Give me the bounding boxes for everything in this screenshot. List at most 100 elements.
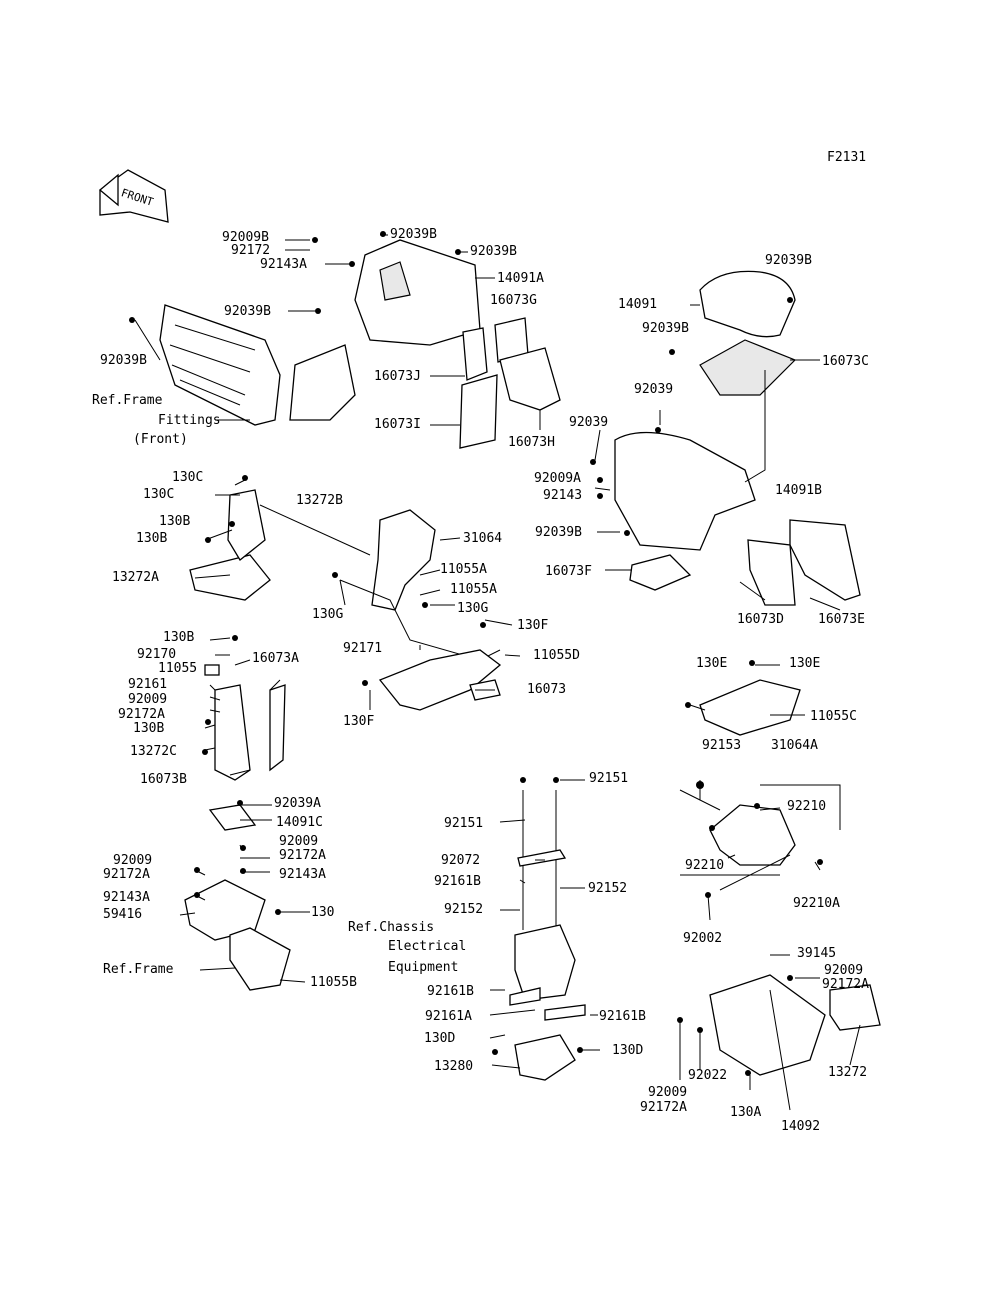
pads-16073-group (459, 317, 561, 449)
part-label: 92039B (100, 353, 147, 368)
part-label: 92172A (103, 867, 150, 882)
part-label: 92151 (444, 816, 484, 831)
part-label: 59416 (103, 907, 143, 922)
part-label: 13280 (434, 1059, 474, 1074)
ref-label: Ref.Frame (92, 393, 163, 408)
part-label: 13272A (112, 570, 159, 585)
part-label: 14091C (276, 815, 323, 830)
ref-label: Ref.Frame (103, 962, 174, 977)
part-label: 130F (517, 618, 549, 633)
part-label: 92172A (118, 707, 165, 722)
part-label: 92072 (441, 853, 481, 868)
center-cover-14091a-part (289, 239, 481, 421)
part-label: 13272C (130, 744, 177, 759)
part-label: 92009 (279, 834, 319, 849)
part-label: 16073B (140, 772, 187, 787)
part-label: 92039B (390, 227, 437, 242)
part-label: 92039A (274, 796, 321, 811)
part-label: 11055B (310, 975, 357, 990)
part-label: 130F (343, 714, 375, 729)
part-label: 92152 (588, 881, 628, 896)
part-label: 130E (696, 656, 728, 671)
part-label: 92170 (137, 647, 177, 662)
part-label: 92171 (343, 641, 383, 656)
part-label: 92009B (222, 230, 269, 245)
part-label: 39145 (797, 946, 837, 961)
plate-13272a-part (189, 489, 271, 601)
part-label: 11055D (533, 648, 580, 663)
part-label: 16073E (818, 612, 865, 627)
part-label: 92039B (470, 244, 517, 259)
part-label: 92039 (634, 382, 674, 397)
part-label: 92143A (279, 867, 326, 882)
part-label: 14091 (618, 297, 658, 312)
part-label: 92039B (535, 525, 582, 540)
part-label: 130C (143, 487, 175, 502)
part-label: 92039B (224, 304, 271, 319)
battery-part (509, 777, 586, 1081)
ref-label: Ref.Chassis (348, 920, 435, 935)
right-cover-14091-part (699, 270, 797, 396)
part-label: 11055 (158, 661, 198, 676)
part-label: 130A (730, 1105, 762, 1120)
guard-14092-part (709, 974, 881, 1076)
figure-code: F2131 (827, 150, 867, 165)
part-label: 130B (133, 721, 165, 736)
part-label: 16073J (374, 369, 421, 384)
part-label: 92009 (824, 963, 864, 978)
part-label: 16073I (374, 417, 421, 432)
bracket-59416-part (184, 804, 291, 991)
part-label: 11055A (450, 582, 497, 597)
part-label: 31064 (463, 531, 503, 546)
part-label: 92172 (231, 243, 271, 258)
ref-label: (Front) (133, 432, 188, 447)
part-label: 16073A (252, 651, 299, 666)
part-label: 92210A (793, 896, 840, 911)
part-label: 16073D (737, 612, 784, 627)
front-left-guard-part (159, 304, 281, 426)
part-label: 16073F (545, 564, 592, 579)
part-label: 92151 (589, 771, 629, 786)
bracket-31064a-part (679, 789, 796, 891)
part-label: 130E (789, 656, 821, 671)
part-label: 92172A (640, 1100, 687, 1115)
part-label: 92009A (534, 471, 581, 486)
part-label: 14092 (781, 1119, 821, 1134)
part-label: 92039 (569, 415, 609, 430)
part-label: 13272B (296, 493, 343, 508)
part-label: 92009 (128, 692, 168, 707)
part-label: 92161A (425, 1009, 472, 1024)
ref-label: Fittings (158, 413, 221, 428)
front-arrow-icon (98, 169, 169, 223)
part-label: 31064A (771, 738, 818, 753)
bolt-markers (129, 231, 823, 1076)
part-label: 130D (612, 1043, 644, 1058)
part-label: 130B (136, 531, 168, 546)
part-label: 92161B (599, 1009, 646, 1024)
part-label: 16073G (490, 293, 537, 308)
bracket-13272c-part (204, 664, 286, 781)
part-label: 92009 (648, 1085, 688, 1100)
right-mid-14091b-part (614, 431, 861, 606)
part-label: 92002 (683, 931, 723, 946)
part-label: 130C (172, 470, 204, 485)
part-label: 92153 (702, 738, 742, 753)
part-label: 92039B (642, 321, 689, 336)
ref-label: Equipment (388, 960, 459, 975)
part-label: 130B (159, 514, 191, 529)
part-label: 92161B (434, 874, 481, 889)
part-label: 92022 (688, 1068, 728, 1083)
part-label: 92039B (765, 253, 812, 268)
part-label: 92172A (822, 977, 869, 992)
part-label: 130 (311, 905, 335, 920)
part-label: 92210 (787, 799, 827, 814)
part-label: 92143 (543, 488, 583, 503)
part-label: 130G (457, 601, 489, 616)
part-label: 14091B (775, 483, 822, 498)
part-label: 16073H (508, 435, 555, 450)
part-label: 92161 (128, 677, 168, 692)
part-label: 92009 (113, 853, 153, 868)
part-label: 92152 (444, 902, 484, 917)
